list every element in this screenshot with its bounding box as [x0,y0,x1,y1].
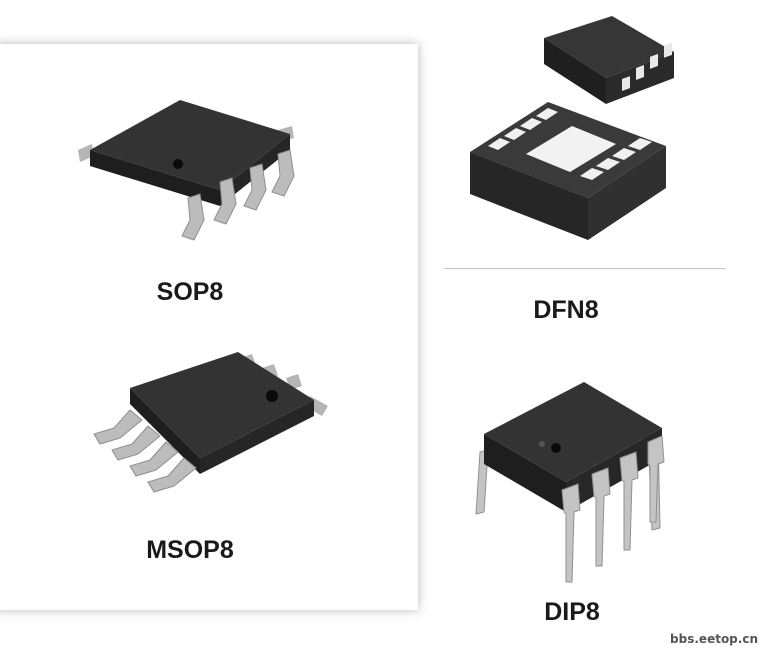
dip8-label: DIP8 [544,598,600,626]
watermark-text: bbs.eetop.cn [670,632,758,646]
sop8-label: SOP8 [156,278,224,306]
dfn8-label: DFN8 [533,296,599,324]
dip8-chip-icon [475,382,665,583]
msop8-chip-icon [93,352,328,493]
dfn8-chip-icon [470,16,674,240]
msop8-label: MSOP8 [146,536,234,564]
divider-line [444,268,726,269]
sop8-chip-icon [78,100,295,241]
